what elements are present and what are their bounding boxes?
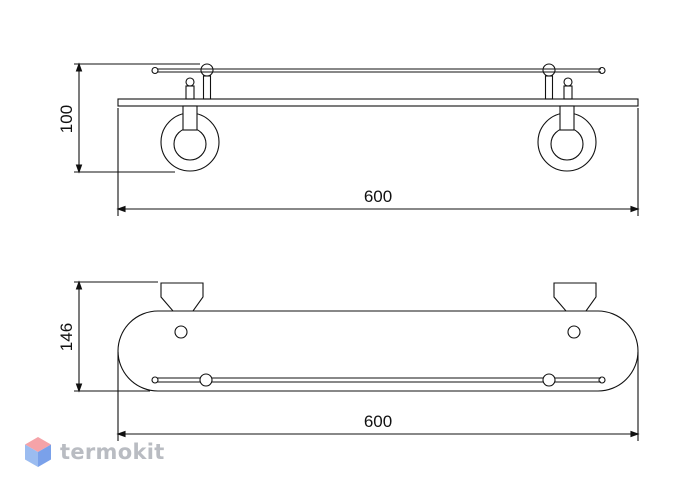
side-bracket-inner-left [173,127,207,161]
dim-height-arrow-top [75,62,83,72]
side-rail-end-right [598,66,606,75]
top-view: 146 600 [57,280,640,441]
side-clamp-right [563,85,573,100]
top-bracket-right [553,282,597,312]
side-shelf-plate [117,98,639,107]
side-clamp-ball-right [563,77,573,87]
side-bracket-stem-left [182,105,198,131]
side-post-left [202,75,212,100]
side-post-ball-left [200,63,214,77]
side-post-right [544,75,554,100]
top-bracket-left [160,282,204,312]
top-rail-post-right [542,373,556,387]
top-hole-left [174,325,188,339]
top-hole-right [567,325,581,339]
side-view: 100 600 [57,62,640,216]
side-clamp-ball-left [185,77,195,87]
termokit-logo: termokit [24,436,165,468]
dim-top-width-arrow-right [630,430,640,438]
dim-side-width-arrow-left [116,205,126,213]
top-rail-end-right [598,376,606,384]
side-rail-end-left [151,66,159,75]
dim-depth-arrow-bottom [75,383,83,393]
side-bracket-inner-right [550,127,584,161]
top-shelf-plate [117,310,639,392]
side-post-ball-right [542,63,556,77]
dim-height-label: 100 [57,105,76,133]
dim-height-arrow-bottom [75,164,83,174]
top-rail-end-left [151,376,159,384]
dim-top-width-arrow-left [116,430,126,438]
dim-side-width-arrow-right [630,205,640,213]
dim-top-width-label: 600 [364,412,392,431]
dim-side-width-label: 600 [364,187,392,206]
dim-depth-arrow-top [75,280,83,290]
cube-logo-icon [25,437,51,467]
logo-text: termokit [60,440,165,464]
dim-depth-label: 146 [57,323,76,351]
side-bracket-stem-right [559,105,575,131]
top-rail-post-left [199,373,213,387]
side-clamp-left [185,85,195,100]
